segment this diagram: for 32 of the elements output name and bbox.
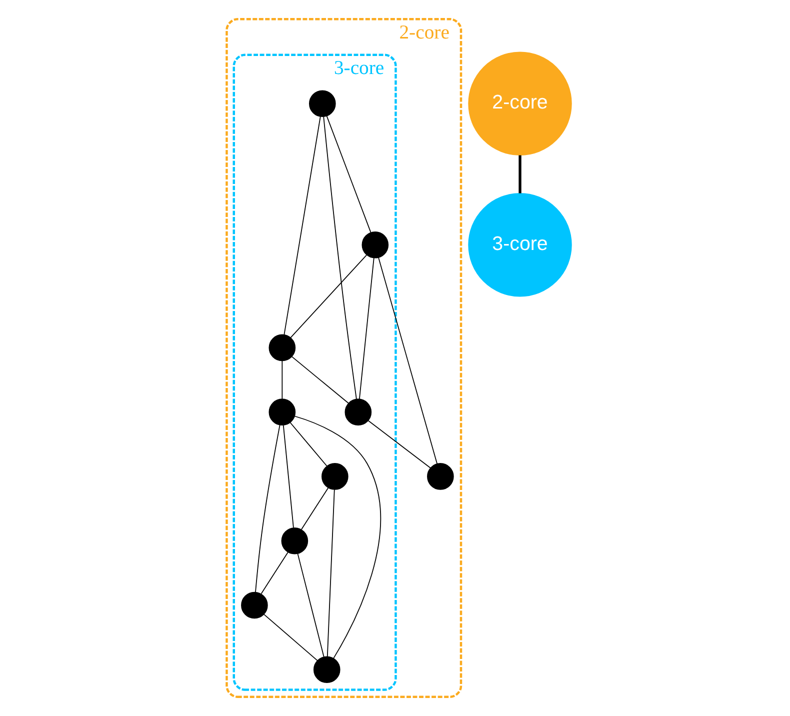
node-circle: 2-core: [468, 52, 572, 156]
connector: [518, 155, 521, 194]
connector: [283, 116, 320, 336]
connector: [294, 416, 381, 659]
node-circle: [308, 90, 336, 118]
connector: [322, 116, 356, 400]
node-circle: [344, 398, 372, 426]
connector: [262, 614, 318, 661]
connector: [290, 254, 367, 338]
connector: [289, 422, 327, 466]
connector: [326, 115, 371, 233]
connector: [260, 552, 288, 594]
cluster: 3-core: [232, 54, 396, 691]
node-circle: [268, 398, 296, 426]
node-circle: [361, 231, 388, 258]
connector: [296, 553, 324, 658]
connector: [281, 360, 282, 400]
connector: [254, 424, 280, 593]
connector: [326, 489, 334, 657]
connector: [378, 257, 438, 464]
connector: [290, 356, 348, 404]
node-circle: [321, 463, 348, 490]
connector: [358, 258, 374, 400]
connector: [367, 420, 430, 468]
node-circle: [280, 527, 308, 554]
node-circle: [312, 656, 340, 684]
node-circle: [240, 592, 268, 619]
connector: [300, 487, 328, 530]
node-circle: [268, 334, 296, 362]
node-circle: 3-core: [468, 193, 572, 297]
connector: [282, 424, 294, 528]
node-circle: [426, 463, 454, 490]
